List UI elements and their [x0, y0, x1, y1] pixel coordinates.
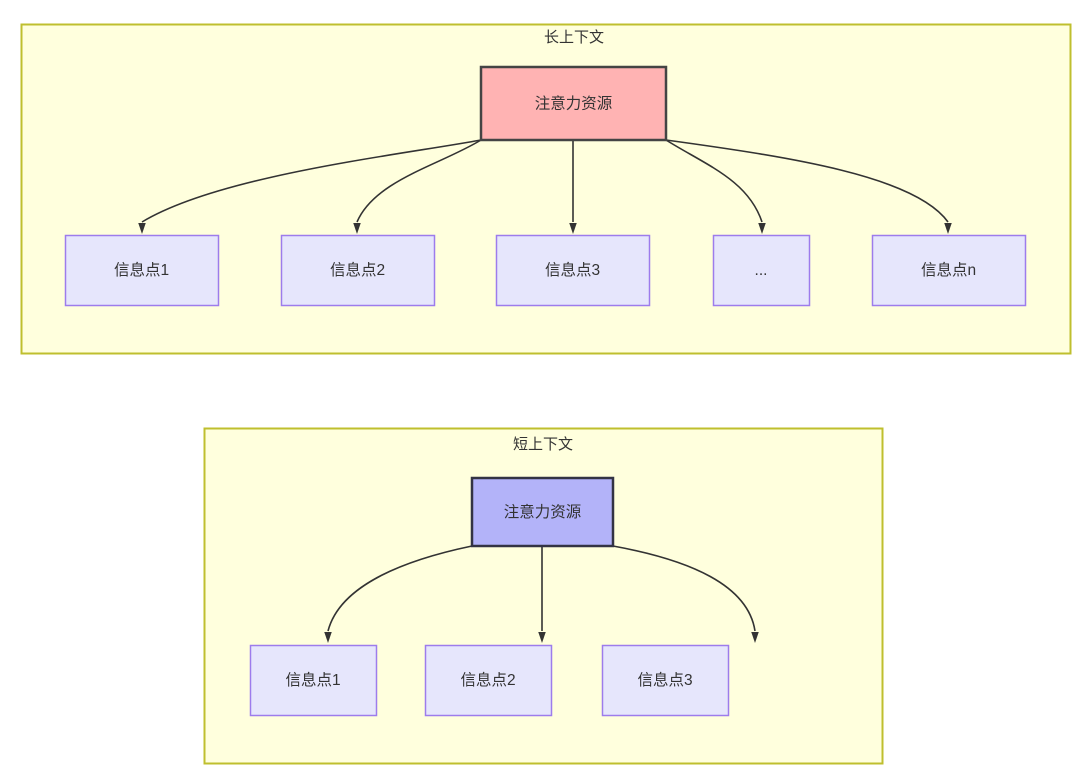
leaf-node-long-context-2[interactable]	[495, 234, 651, 307]
root-node-label-short-context: 注意力资源	[504, 502, 582, 521]
leaf-node-label-short-context-0: 信息点1	[285, 671, 340, 689]
leaf-node-label-short-context-1: 信息点2	[460, 671, 515, 689]
leaf-node-long-context-3[interactable]	[712, 234, 811, 307]
leaf-node-long-context-1[interactable]	[280, 234, 436, 307]
arrowhead-short-context-2	[751, 632, 759, 643]
arrowhead-short-context-1	[538, 632, 546, 643]
edge-long-context-1	[356, 139, 482, 223]
edge-short-context-2	[612, 545, 756, 632]
leaf-node-label-long-context-1: 信息点2	[330, 261, 385, 279]
leaf-node-long-context-4[interactable]	[871, 234, 1027, 307]
leaf-node-short-context-0[interactable]	[249, 644, 378, 717]
root-node-long-context[interactable]	[479, 65, 668, 142]
leaf-node-long-context-0[interactable]	[64, 234, 220, 307]
edge-short-context-0	[327, 545, 473, 632]
root-node-label-long-context: 注意力资源	[535, 94, 613, 113]
leaf-node-label-long-context-3: ...	[755, 262, 768, 279]
edge-long-context-0	[141, 139, 482, 223]
arrowhead-long-context-0	[138, 223, 146, 234]
leaf-node-short-context-2[interactable]	[601, 644, 730, 717]
arrowhead-long-context-3	[758, 223, 766, 234]
arrowhead-long-context-2	[569, 223, 577, 234]
root-node-short-context[interactable]	[470, 476, 615, 548]
leaf-node-label-long-context-4: 信息点n	[921, 261, 976, 279]
arrowhead-long-context-1	[353, 223, 361, 234]
leaf-node-label-long-context-0: 信息点1	[114, 261, 169, 279]
leaf-node-short-context-1[interactable]	[424, 644, 553, 717]
arrowhead-long-context-4	[944, 223, 952, 234]
leaf-node-label-long-context-2: 信息点3	[545, 261, 600, 279]
container-title-long-context: 长上下文	[544, 29, 604, 46]
leaf-node-label-short-context-2: 信息点3	[637, 671, 692, 689]
container-title-short-context: 短上下文	[513, 436, 573, 453]
edge-long-context-3	[665, 139, 763, 223]
arrowhead-short-context-0	[324, 632, 332, 643]
edge-long-context-4	[665, 139, 949, 223]
